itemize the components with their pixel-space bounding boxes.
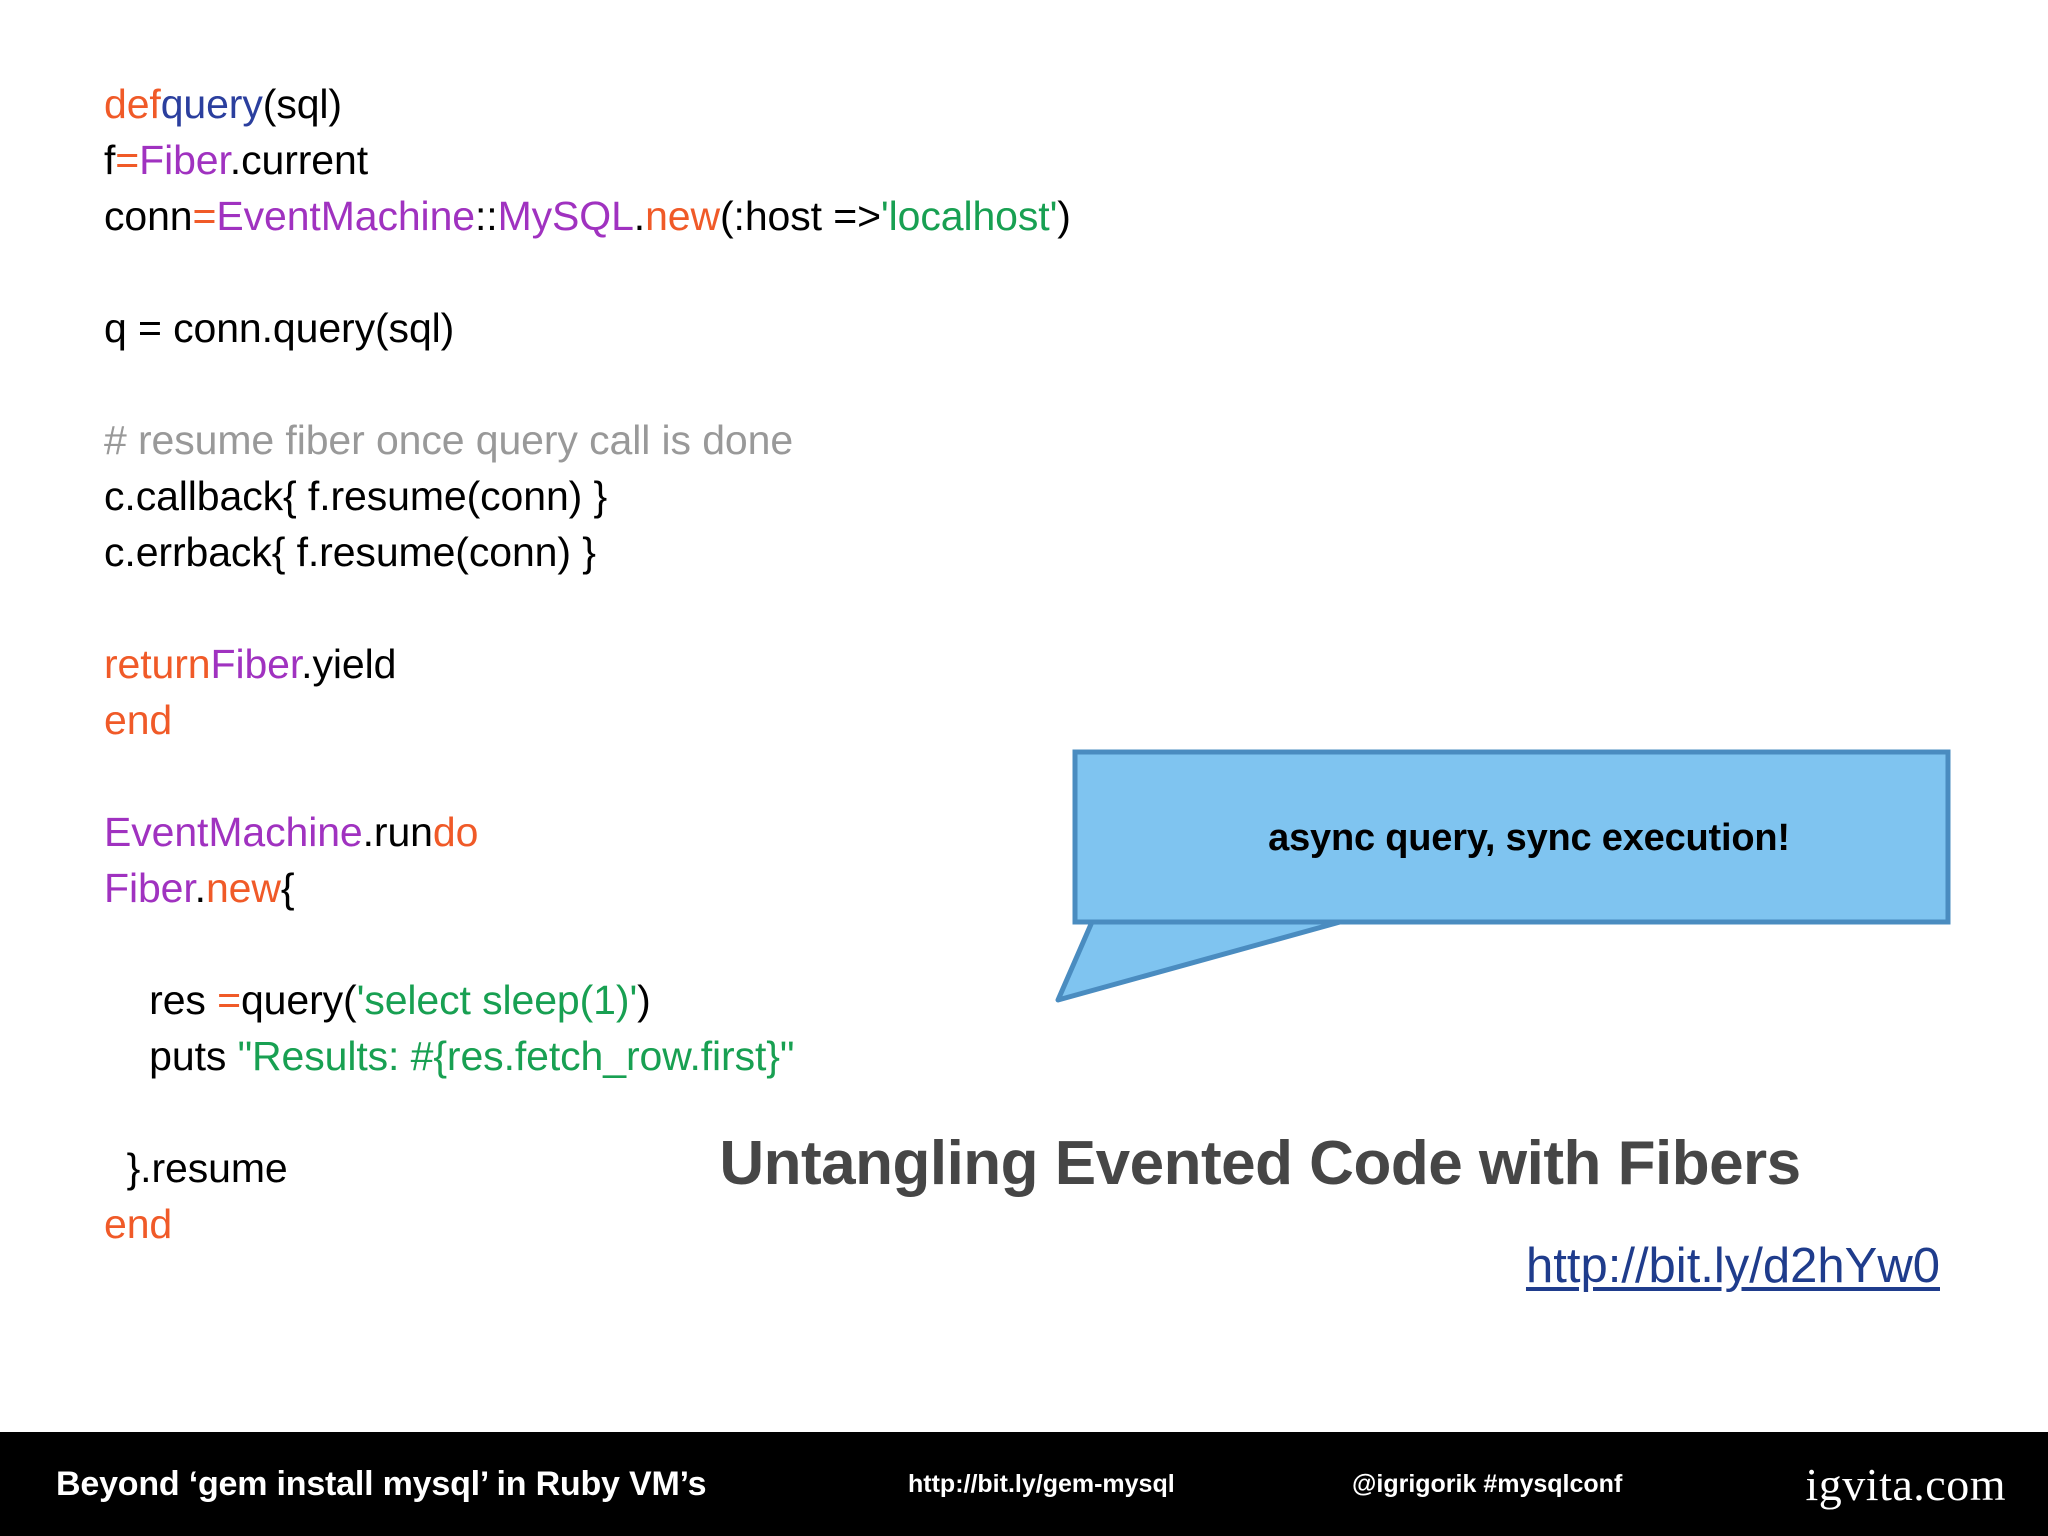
code-token-plain: q = conn.query(sql)	[104, 305, 455, 351]
code-token-plain: (sql)	[262, 81, 342, 127]
code-token-plain: )	[1057, 193, 1071, 239]
footer-bar: Beyond ‘gem install mysql’ in Ruby VM’s …	[0, 1432, 2048, 1536]
code-token-plain: .	[194, 865, 206, 911]
code-token-const: EventMachine	[104, 809, 363, 855]
code-line	[104, 356, 1304, 412]
code-line: end	[104, 692, 1304, 748]
code-token-kw: end	[104, 697, 173, 743]
code-line: res =query('select sleep(1)')	[104, 972, 1304, 1028]
code-token-meth: query	[160, 81, 263, 127]
code-indent	[104, 977, 149, 1023]
code-token-str: 'localhost'	[880, 193, 1058, 239]
code-indent	[104, 1033, 149, 1079]
footer-talk-title: Beyond ‘gem install mysql’ in Ruby VM’s	[56, 1464, 707, 1503]
code-line: puts "Results: #{res.fetch_row.first}"	[104, 1028, 1304, 1084]
code-token-plain: .current	[229, 137, 368, 183]
code-token-const: Fiber	[104, 865, 195, 911]
code-token-op: =	[115, 137, 140, 183]
code-line: c.errback{ f.resume(conn) }	[104, 524, 1304, 580]
code-token-plain: (:host =>	[720, 193, 881, 239]
code-line: q = conn.query(sql)	[104, 300, 1304, 356]
code-token-kw: new	[645, 193, 720, 239]
footer-logo: igvita.com	[1805, 1458, 2006, 1510]
code-token-plain: }.resume	[126, 1145, 288, 1191]
code-line: c.callback{ f.resume(conn) }	[104, 468, 1304, 524]
code-token-plain: c.errback{ f.resume(conn) }	[104, 529, 596, 575]
code-token-com: # resume fiber once query call is done	[104, 417, 794, 463]
code-token-const: MySQL	[497, 193, 634, 239]
code-token-kw: new	[205, 865, 281, 911]
code-token-op: =	[217, 977, 241, 1023]
code-token-plain: )	[637, 977, 651, 1023]
code-token-str: "Results: #{res.fetch_row.first}"	[237, 1033, 795, 1079]
footer-url[interactable]: http://bit.ly/gem-mysql	[908, 1469, 1175, 1498]
code-line: end	[104, 1196, 1304, 1252]
code-token-plain: ::	[474, 193, 498, 239]
code-token-plain: query(	[240, 977, 357, 1023]
code-token-plain: c.callback{ f.resume(conn) }	[104, 473, 608, 519]
code-line	[104, 244, 1304, 300]
code-token-kw: do	[432, 809, 479, 855]
code-line: f=Fiber.current	[104, 132, 1304, 188]
code-line: }.resume	[104, 1140, 1304, 1196]
code-line: # resume fiber once query call is done	[104, 412, 1304, 468]
code-token-plain: .yield	[301, 641, 397, 687]
code-line: conn=EventMachine::MySQL.new(:host =>'lo…	[104, 188, 1304, 244]
code-line	[104, 748, 1304, 804]
code-token-const: Fiber	[210, 641, 302, 687]
code-token-kw: def	[104, 81, 161, 127]
footer-handle: @igrigorik #mysqlconf	[1352, 1469, 1623, 1498]
page-title: Untangling Evented Code with Fibers	[719, 1129, 1801, 1198]
code-line: EventMachine.rundo	[104, 804, 1304, 860]
code-token-str: 'select sleep(1)'	[356, 977, 638, 1023]
code-line: defquery(sql)	[104, 76, 1304, 132]
code-indent	[104, 1145, 127, 1191]
code-line: Fiber.new{	[104, 860, 1304, 916]
code-token-op: =	[192, 193, 217, 239]
code-token-const: Fiber	[139, 137, 230, 183]
code-token-plain: res	[149, 977, 218, 1023]
code-token-plain: {	[280, 865, 295, 911]
code-token-const: EventMachine	[216, 193, 475, 239]
code-line	[104, 580, 1304, 636]
code-token-plain: puts	[149, 1033, 238, 1079]
code-token-kw: end	[104, 1201, 173, 1247]
code-token-kw: return	[104, 641, 211, 687]
slide-link[interactable]: http://bit.ly/d2hYw0	[1525, 1239, 1940, 1293]
code-line: returnFiber.yield	[104, 636, 1304, 692]
code-token-plain: conn	[104, 193, 193, 239]
code-token-plain: .run	[362, 809, 433, 855]
code-line	[104, 916, 1304, 972]
code-token-plain: f	[104, 137, 116, 183]
code-token-plain: .	[633, 193, 646, 239]
